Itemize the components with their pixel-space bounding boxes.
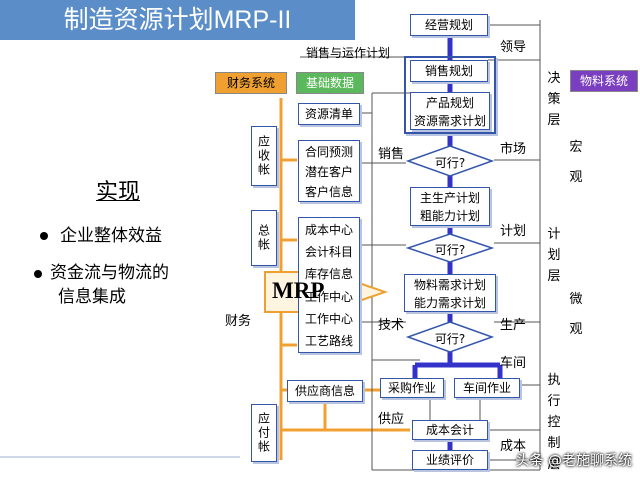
decision-level-label: 决策层 [547,71,561,128]
payable-box: 应付帐 [251,404,277,462]
product-plan-line2: 资源需求计划 [413,113,486,128]
basic-data-tag: 基础数据 [296,72,364,94]
feasible-check-3: 可行? [434,332,466,346]
leader-label: 领导 [500,40,527,55]
feasible-check-1: 可行? [434,156,466,170]
plan-label: 计划 [500,224,527,239]
sales-plan-box: 销售规划 [410,60,488,82]
work-center-2: 工作中心 [304,311,353,326]
macro-label: 宏观 [569,140,583,185]
inventory-info: 库存信息 [304,267,353,282]
implement-heading: 实现 [96,180,141,205]
finance-label: 财务 [225,314,252,329]
workshop-label: 车间 [500,356,527,371]
bullet-integration-2: 信息集成 [58,287,126,307]
contract-forecast: 合同预测 [304,144,353,159]
sales-label: 销售 [378,147,405,162]
mrp-line1: 物料需求计划 [413,277,486,292]
mrp-arrow-label: MRP [272,278,325,303]
mps-line2: 粗能力计划 [419,209,480,224]
bom-box: 资源清单 [298,103,360,125]
bullet-dot-2 [34,270,42,278]
business-plan-box: 经营规划 [410,14,488,36]
tech-label: 技术 [378,318,405,333]
page-title: 制造资源计划MRP-II [0,0,355,40]
cost-accounting-box: 成本会计 [412,420,488,440]
supplier-info-box: 供应商信息 [287,380,363,402]
watermark: 头条 @老施聊系统 [515,453,632,469]
mps-box: 主生产计划 粗能力计划 [410,187,490,226]
bullet-dot-1 [40,232,48,240]
production-label: 生产 [500,318,527,333]
product-plan-line1: 产品规划 [425,95,474,110]
ledger-box: 总帐 [251,210,277,266]
market-label: 市场 [500,142,527,157]
workshop-box: 车间作业 [454,378,520,398]
cost-label: 成本 [500,439,527,454]
mrp-box: 物料需求计划 能力需求计划 [404,274,496,312]
product-plan-box: 产品规划 资源需求计划 [410,92,490,130]
customer-data-box: 合同预测 潜在客户 客户信息 [298,140,360,202]
finance-system-tag: 财务系统 [215,72,287,94]
receivable-text: 应收帐 [256,135,271,177]
cost-center: 成本中心 [304,222,353,237]
work-center-1: 工作中心 [304,289,353,304]
execute-level-label: 执行控制层 [547,373,561,472]
performance-box: 业绩评价 [412,450,488,470]
purchasing-box: 采购作业 [380,378,444,398]
payable-text: 应付帐 [256,412,271,454]
bullet-integration-1: 资金流与物流的 [50,263,169,283]
master-data-box: 成本中心 会计科目 库存信息 工作中心 工作中心 工艺路线 [298,217,360,353]
process-route: 工艺路线 [304,334,353,349]
potential-customer: 潜在客户 [304,164,353,179]
mrp-line2: 能力需求计划 [413,295,486,310]
feasible-check-2: 可行? [434,243,466,257]
supply-label: 供应 [378,412,405,427]
ledger-text: 总帐 [256,224,271,252]
micro-label: 微观 [569,292,583,337]
sales-ops-plan-label: 销售与运作计划 [306,46,391,60]
mps-line1: 主生产计划 [419,190,480,205]
planning-group-frame [404,56,496,134]
bullet-benefit: 企业整体效益 [60,226,162,246]
plan-level-label: 计划层 [547,227,561,284]
customer-info: 客户信息 [304,184,353,199]
account-subject: 会计科目 [304,244,353,259]
receivable-box: 应收帐 [251,126,277,186]
material-system-tag: 物料系统 [570,70,638,92]
